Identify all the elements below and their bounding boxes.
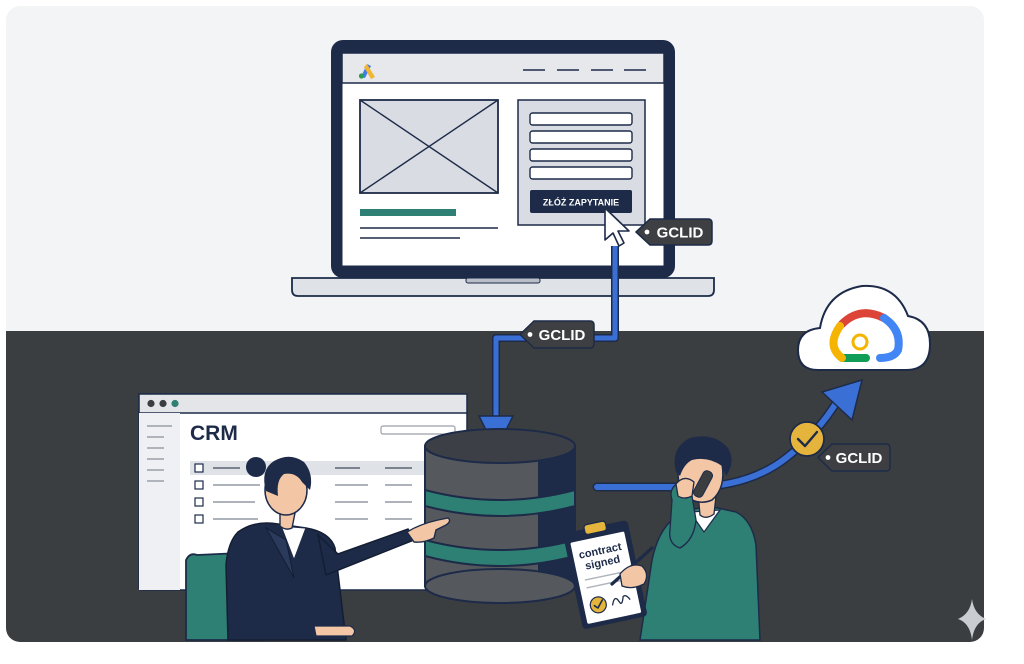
- contract-clipboard: contract signed: [563, 520, 647, 629]
- laptop: ZŁÓŻ ZAPYTANIE: [291, 40, 715, 297]
- form-field[interactable]: [529, 148, 633, 162]
- lead-form: ZŁÓŻ ZAPYTANIE: [517, 99, 646, 226]
- form-field[interactable]: [529, 166, 633, 180]
- mouse-pointer-icon: [604, 207, 630, 247]
- crm-sidebar: [139, 413, 180, 590]
- writing-hand: [619, 564, 648, 589]
- crm-search-input[interactable]: [380, 425, 456, 435]
- google-ads-logo-icon: [358, 64, 375, 79]
- gclid-tag-transfer-label: GCLID: [539, 327, 586, 344]
- submit-inquiry-label: ZŁÓŻ ZAPYTANIE: [543, 197, 619, 208]
- crm-title: CRM: [190, 422, 238, 445]
- form-field[interactable]: [529, 112, 633, 126]
- window-control[interactable]: [171, 399, 179, 408]
- gclid-tag-upload: GCLID: [816, 443, 891, 472]
- gclid-tag-transfer: GCLID: [518, 320, 595, 349]
- crm-sidebar-items: [147, 425, 172, 482]
- database-icon: [424, 428, 576, 604]
- check-badge-icon: [789, 421, 825, 457]
- window-control[interactable]: [159, 399, 167, 408]
- laptop-base: [291, 277, 715, 297]
- row-checkbox[interactable]: [194, 514, 204, 524]
- google-cloud-logo-icon: [796, 284, 932, 371]
- row-checkbox[interactable]: [194, 463, 204, 473]
- signature-scribble: [611, 595, 631, 606]
- sales-rep-woman: [185, 456, 451, 641]
- gclid-tag-click-label: GCLID: [657, 225, 704, 242]
- submit-inquiry-button[interactable]: ZŁÓŻ ZAPYTANIE: [530, 190, 632, 213]
- gclid-tag-click: GCLID: [634, 218, 713, 246]
- db-band-upper: [424, 488, 576, 517]
- crm-table-rows: [194, 463, 412, 524]
- laptop-notch: [465, 277, 541, 284]
- sales-rep-man: [639, 436, 761, 641]
- window-control[interactable]: [147, 399, 155, 408]
- gclid-tag-upload-label: GCLID: [836, 450, 883, 467]
- headline-bar: [360, 209, 456, 216]
- sparkle-icon: [958, 599, 986, 640]
- row-checkbox[interactable]: [194, 480, 204, 490]
- row-checkbox[interactable]: [194, 497, 204, 507]
- form-field[interactable]: [529, 130, 633, 144]
- image-placeholder: [359, 99, 499, 194]
